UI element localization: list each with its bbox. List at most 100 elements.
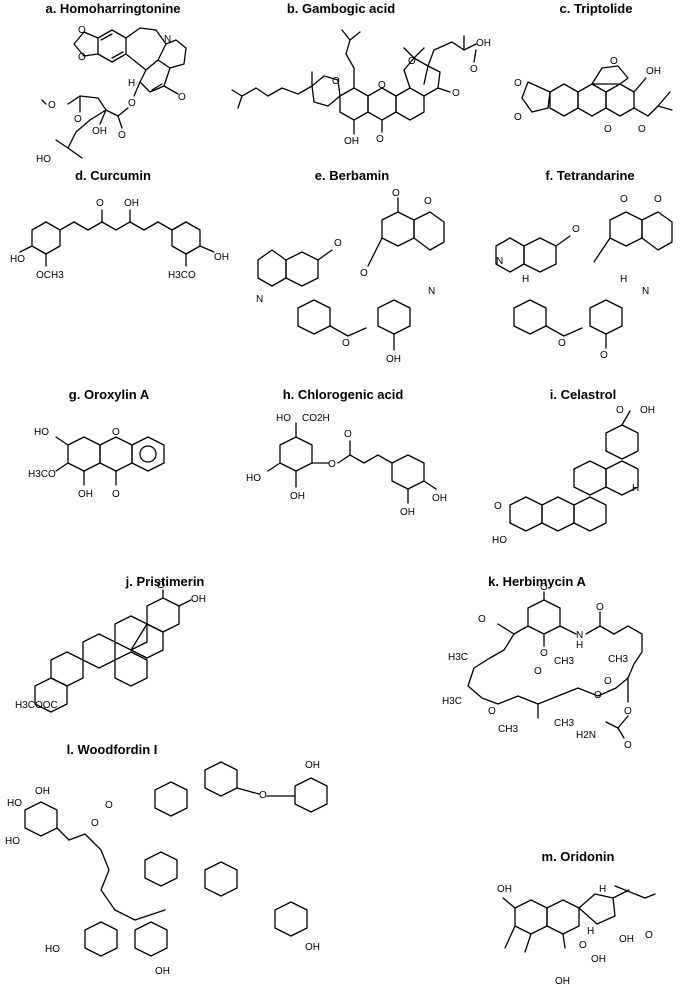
atom-label: O: [579, 940, 587, 951]
atom-label: H: [522, 274, 529, 285]
atom-label: OH: [432, 493, 447, 504]
atom-label: O: [74, 114, 82, 125]
atom-label: O: [96, 198, 104, 209]
title-celastrol: i. Celastrol: [549, 387, 617, 402]
atom-label: O: [128, 98, 136, 109]
atom-label: H3CO: [28, 469, 56, 480]
atom-label: O: [478, 614, 486, 625]
atom-label: O: [91, 818, 99, 829]
atom-label: O: [620, 194, 628, 205]
oroxylin-a-structure: O HO H3CO OH O: [28, 427, 165, 500]
atom-label: H3C: [448, 652, 468, 663]
tetrandarine-structure: N N H H O O O O O: [495, 194, 673, 361]
atom-label: OH: [555, 976, 570, 987]
atom-label: O: [514, 78, 522, 89]
atom-label: HO: [10, 254, 25, 265]
atom-label: OH: [400, 507, 415, 518]
atom-label: HO: [276, 413, 291, 424]
atom-label: H3CO: [168, 270, 196, 281]
atom-label: HO: [36, 154, 51, 165]
atom-label: CH3: [554, 656, 574, 667]
atom-label: O: [118, 130, 126, 141]
atom-label: H: [128, 78, 135, 89]
atom-label: O: [624, 740, 632, 751]
atom-label: O: [344, 429, 352, 440]
atom-label: OH: [290, 491, 305, 502]
atom-label: HO: [7, 798, 22, 809]
berbamin-structure: N N O O O O O OH: [256, 188, 445, 365]
gambogic-acid-structure: O O O OH O O OH O: [231, 29, 491, 147]
atom-label: O: [157, 580, 165, 591]
atom-label: N: [496, 256, 503, 267]
atom-label: N: [576, 630, 583, 641]
atom-label: O: [514, 112, 522, 123]
atom-label: H: [599, 884, 606, 895]
atom-label: O: [105, 800, 113, 811]
title-chlorogenic-acid: h. Chlorogenic acid: [282, 387, 404, 402]
atom-label: OH: [78, 489, 93, 500]
atom-label: O: [392, 188, 400, 199]
atom-label: O: [342, 338, 350, 349]
atom-label: O: [334, 238, 342, 249]
atom-label: O: [78, 52, 86, 63]
title-oridonin: m. Oridonin: [541, 849, 615, 864]
atom-label: HO: [34, 427, 49, 438]
atom-label: N: [428, 286, 435, 297]
atom-label: O: [494, 501, 502, 512]
title-curcumin: d. Curcumin: [75, 168, 151, 183]
atom-label: N: [642, 286, 649, 297]
atom-label: O: [558, 338, 566, 349]
atom-label: CH3: [608, 654, 628, 665]
atom-label: OCH3: [36, 270, 64, 281]
atom-label: O: [424, 196, 432, 207]
atom-label: O: [112, 427, 120, 438]
atom-label: H: [587, 926, 594, 937]
atom-label: HO: [45, 944, 60, 955]
atom-label: O: [654, 194, 662, 205]
atom-label: OH: [191, 594, 206, 605]
atom-label: O: [408, 56, 416, 67]
curcumin-structure: HO OCH3 O OH OH H3CO: [10, 198, 229, 281]
atom-label: OH: [305, 942, 320, 953]
atom-label: O: [360, 268, 368, 279]
atom-label: CH3: [498, 724, 518, 735]
atom-label: O: [78, 25, 86, 36]
atom-label: O: [534, 666, 542, 677]
atom-label: OH: [497, 884, 512, 895]
atom-label: OH: [155, 966, 170, 977]
atom-label: O: [604, 124, 612, 135]
atom-label: N: [164, 34, 171, 45]
title-tetrandarine: f. Tetrandarine: [545, 168, 635, 183]
atom-label: O: [594, 690, 602, 701]
atom-label: OH: [619, 934, 634, 945]
atom-label: O: [452, 88, 460, 99]
atom-label: OH: [92, 126, 107, 137]
atom-label: O: [604, 676, 612, 687]
atom-label: OH: [214, 252, 229, 263]
atom-label: HO: [246, 473, 261, 484]
title-pristimerin: j. Pristimerin: [125, 574, 205, 589]
atom-label: O: [624, 706, 632, 717]
atom-label: O: [488, 706, 496, 717]
homoharringtonine-structure: O O N H O O O O O OH HO: [36, 25, 187, 165]
atom-label: O: [645, 930, 653, 941]
title-woodfordin-i: l. Woodfordin I: [66, 742, 158, 757]
atom-label: OH: [386, 354, 401, 365]
atom-label: H2N: [576, 730, 596, 741]
atom-label: H: [632, 483, 639, 494]
atom-label: O: [112, 489, 120, 500]
atom-label: N: [256, 294, 263, 305]
atom-label: O: [376, 134, 384, 145]
atom-label: H3COOC: [15, 700, 58, 711]
atom-label: OH: [591, 954, 606, 965]
title-herbimycin-a: k. Herbimycin A: [488, 574, 586, 589]
atom-label: O: [616, 405, 624, 416]
atom-label: O: [378, 80, 386, 91]
title-oroxylin-a: g. Oroxylin A: [68, 387, 150, 402]
atom-label: OH: [476, 38, 491, 49]
chlorogenic-acid-structure: HO CO2H HO OH O O OH OH: [246, 413, 447, 518]
atom-label: O: [638, 124, 646, 135]
atom-label: CH3: [554, 718, 574, 729]
atom-label: HO: [5, 836, 20, 847]
herbimycin-a-structure: O O N H O CH3 O H3C O CH3 O CH3 H3C CH3 …: [442, 582, 643, 751]
